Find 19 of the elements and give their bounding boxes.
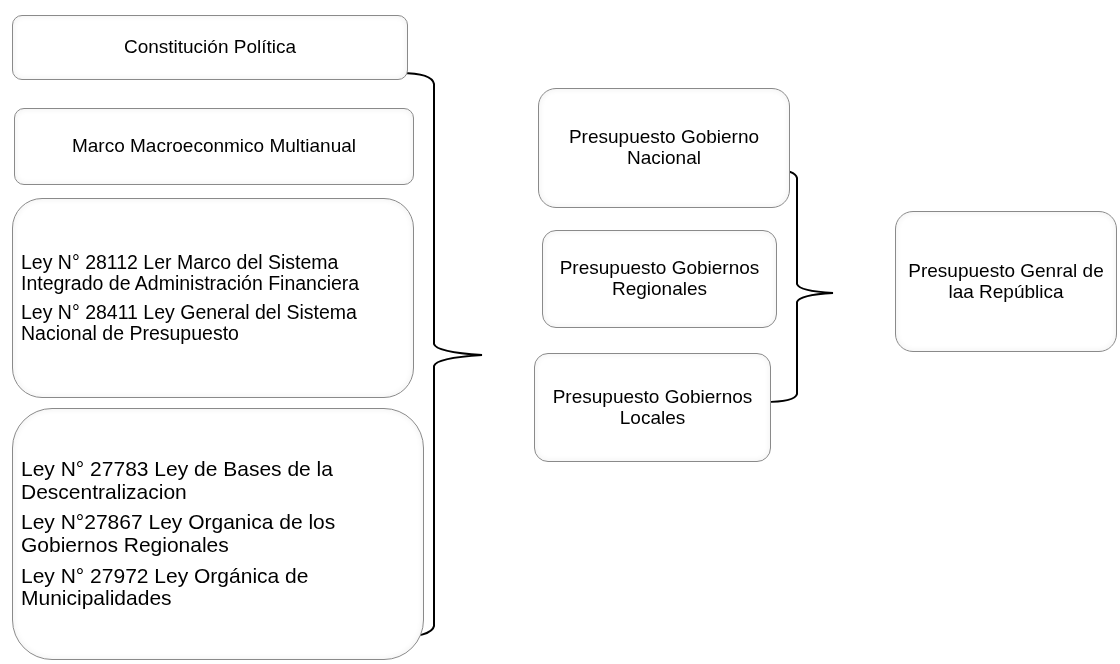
box-text: Ley N°27867 Ley Organica de los Gobiernos Regionales (21, 511, 337, 557)
text-box (895, 211, 1117, 352)
box-text: Presupuesto Gobiernos Regionales (558, 258, 761, 300)
text-box (14, 108, 414, 185)
box-text: Ley N° 27783 Ley de Bases de la Descentralizacion (21, 458, 334, 504)
text-box (538, 88, 790, 208)
text-box (542, 230, 777, 328)
box-text: Marco Macroeconmico Multianual (71, 136, 357, 157)
text-box (12, 408, 424, 660)
text-box (12, 15, 408, 80)
box-text: Ley N° 27972 Ley Orgánica de Municipalidades (21, 564, 310, 610)
text-box (12, 198, 414, 398)
box-text: Ley N° 28411 Ley General del Sistema Nacional de Presupuesto (21, 302, 358, 345)
text-box (534, 353, 771, 462)
box-text: Constitución Política (123, 37, 297, 58)
box-text: Presupuesto Genral de laa República (907, 261, 1105, 302)
box-text: Ley N° 28112 Ler Marco del Sistema Integrado de Administración Financiera (21, 251, 361, 294)
box-text: Presupuesto Gobierno Nacional (567, 127, 761, 169)
box-text: Presupuesto Gobiernos Locales (551, 387, 754, 428)
